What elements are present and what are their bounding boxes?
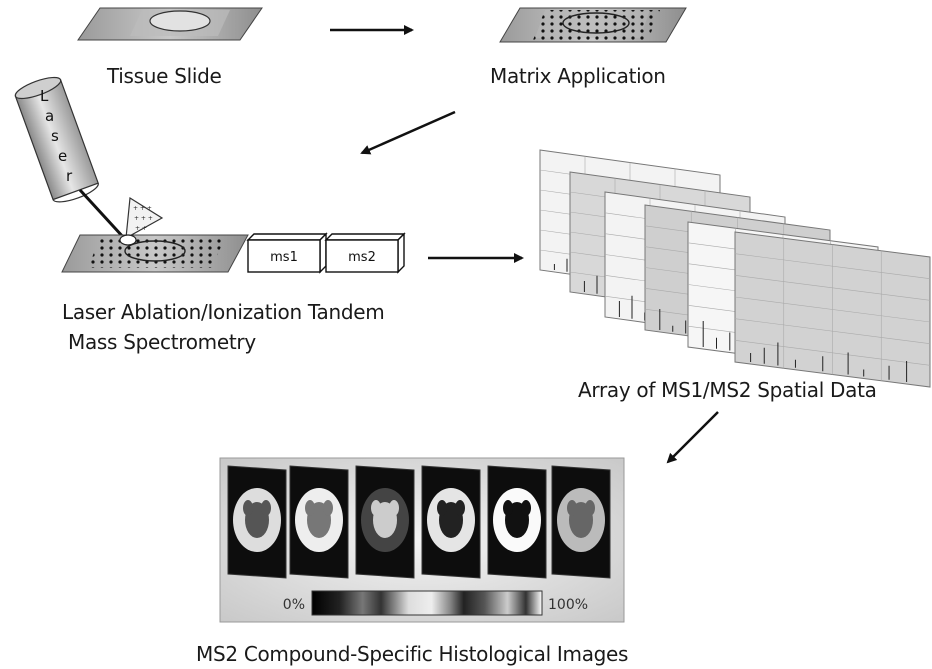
- tissue-slide-graphic: [77, 7, 263, 41]
- tissue-slide-label: Tissue Slide: [107, 64, 222, 88]
- arrow-to-images: [666, 411, 719, 464]
- ms2-label: ms2: [348, 250, 376, 265]
- laser-letter: e: [58, 147, 67, 165]
- laser-letter: L: [40, 87, 49, 105]
- histology-panel: 0% 100%: [219, 457, 625, 623]
- laser-ablation-label-line2: Mass Spectrometry: [68, 330, 256, 354]
- matrix-application-label: Matrix Application: [490, 64, 666, 88]
- histology-image-tile: [551, 465, 611, 579]
- histology-image-tile: [487, 465, 547, 579]
- array-data-label: Array of MS1/MS2 Spatial Data: [578, 378, 877, 402]
- ms2-box: ms2: [324, 232, 406, 274]
- ablation-slide-graphic: + + + + + + + +: [61, 196, 249, 273]
- laser-letter: a: [45, 107, 54, 125]
- histology-image-tile: [421, 465, 481, 579]
- ms1-box: ms1: [246, 232, 328, 274]
- histological-images-label: MS2 Compound-Specific Histological Image…: [196, 642, 629, 666]
- spectrum-sheet: [734, 231, 931, 388]
- svg-text:+ + +: + + +: [134, 215, 153, 222]
- histology-image-tile: [355, 465, 415, 579]
- colorbar-min-label: 0%: [283, 597, 305, 613]
- laser-beam: [78, 188, 126, 240]
- histology-image-tile: [227, 465, 287, 579]
- arrow-to-laser: [360, 110, 456, 155]
- histology-image-tile: [289, 465, 349, 579]
- svg-text:+ +: + +: [135, 225, 147, 232]
- matrix-slide-graphic: [499, 7, 687, 43]
- spectra-array: [539, 149, 931, 388]
- ms1-label: ms1: [270, 250, 298, 265]
- laser-ablation-label-line1: Laser Ablation/Ionization Tandem: [62, 300, 385, 324]
- intensity-colorbar: [311, 590, 543, 616]
- laser-letter: s: [51, 127, 59, 145]
- colorbar-max-label: 100%: [548, 597, 588, 613]
- svg-text:+ + +: + + +: [133, 205, 152, 212]
- laser-letter: r: [66, 167, 73, 185]
- laser-icon: L a s e r: [14, 76, 126, 240]
